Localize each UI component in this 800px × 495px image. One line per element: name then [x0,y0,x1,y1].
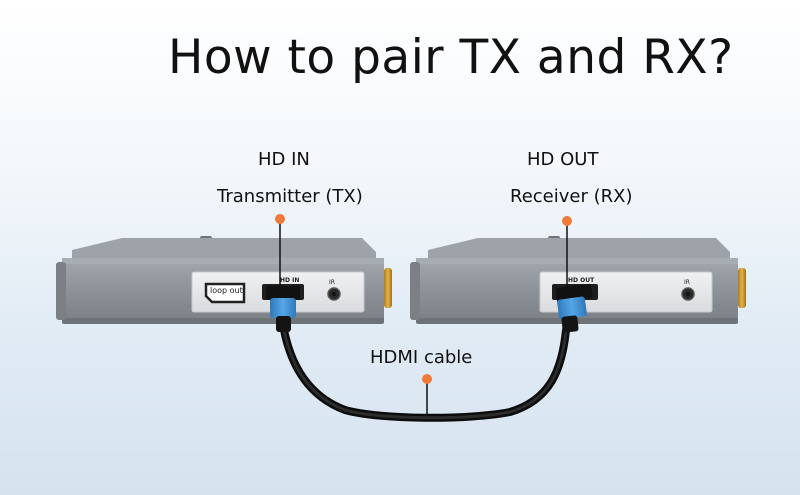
rx-marker-dot [562,216,572,226]
tx-loop-out-port: loop out [204,282,246,304]
tx-name-label: Transmitter (TX) [217,186,363,207]
cable-pointer [422,374,432,416]
tx-pointer [275,214,285,290]
rx-pointer [562,216,572,290]
page-title: How to pair TX and RX? [168,30,734,85]
cable-label: HDMI cable [370,347,473,368]
tx-marker-dot [275,214,285,224]
cable-marker-dot [422,374,432,384]
tx-ir-text: IR [329,279,335,286]
rx-ir-text: IR [684,279,690,286]
rx-hd-out-port-text: HD OUT [568,277,595,284]
tx-loop-out-text: loop out [210,286,243,295]
tx-hdmi-connector [266,286,300,332]
hdmi-cable [266,283,593,422]
rx-name-label: Receiver (RX) [510,186,633,207]
rx-port-label: HD OUT [527,149,599,170]
tx-port-label: HD IN [258,149,310,170]
transmitter-device: loop out HD IN IR [56,236,392,324]
receiver-device: HD OUT IR [410,236,746,324]
rx-hdmi-connector [555,283,593,333]
tx-hd-in-port-text: HD IN [280,277,299,284]
